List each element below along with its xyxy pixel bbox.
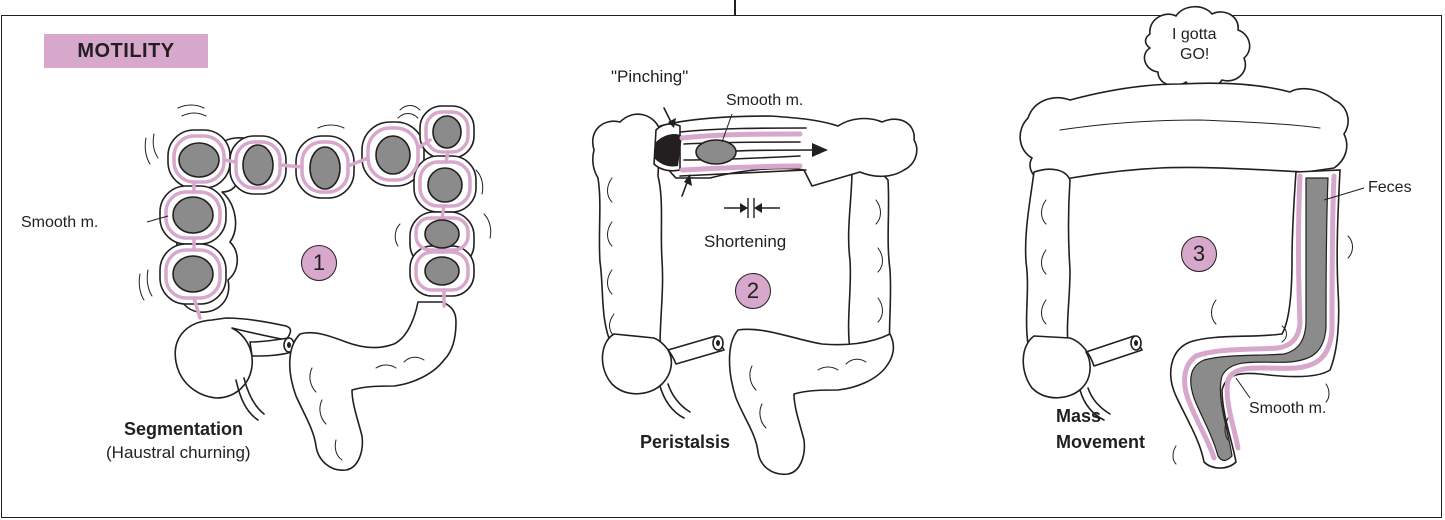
peristalsis-rectum xyxy=(730,329,894,474)
segmentation-subcaption: (Haustral churning) xyxy=(106,443,251,463)
bubble-text-line1: I gotta xyxy=(1172,26,1216,44)
segmentation-haustra xyxy=(139,105,491,318)
smooth-m-leader-3 xyxy=(1236,378,1250,398)
descending-colon xyxy=(849,168,891,357)
shortening-label: Shortening xyxy=(704,232,786,252)
mass-transverse-colon xyxy=(1020,83,1348,182)
mass-cecum xyxy=(1023,336,1142,398)
mass-ascending-colon xyxy=(1026,169,1070,351)
panel-segmentation xyxy=(139,105,491,470)
smooth-m-label-2: Smooth m. xyxy=(726,92,803,110)
step-number-2: 2 xyxy=(735,273,771,309)
peristalsis-pellet xyxy=(696,140,736,164)
smooth-m-label-1: Smooth m. xyxy=(21,214,98,232)
ascending-colon xyxy=(593,114,663,351)
pinching-label: "Pinching" xyxy=(611,67,688,87)
mass-caption-line2: Movement xyxy=(1056,432,1145,453)
bubble-text-line2: GO! xyxy=(1180,46,1209,64)
cecum xyxy=(602,334,724,394)
step-number-3: 3 xyxy=(1181,236,1217,272)
step-number-1: 1 xyxy=(301,245,337,281)
smooth-m-label-3: Smooth m. xyxy=(1249,400,1326,418)
peristalsis-caption: Peristalsis xyxy=(640,432,730,453)
feces-label: Feces xyxy=(1368,179,1412,197)
feces-mass xyxy=(1191,178,1328,461)
shortening-arrows-icon xyxy=(724,198,780,218)
mass-caption-line1: Mass xyxy=(1056,406,1101,427)
segmentation-caption: Segmentation xyxy=(124,419,243,440)
